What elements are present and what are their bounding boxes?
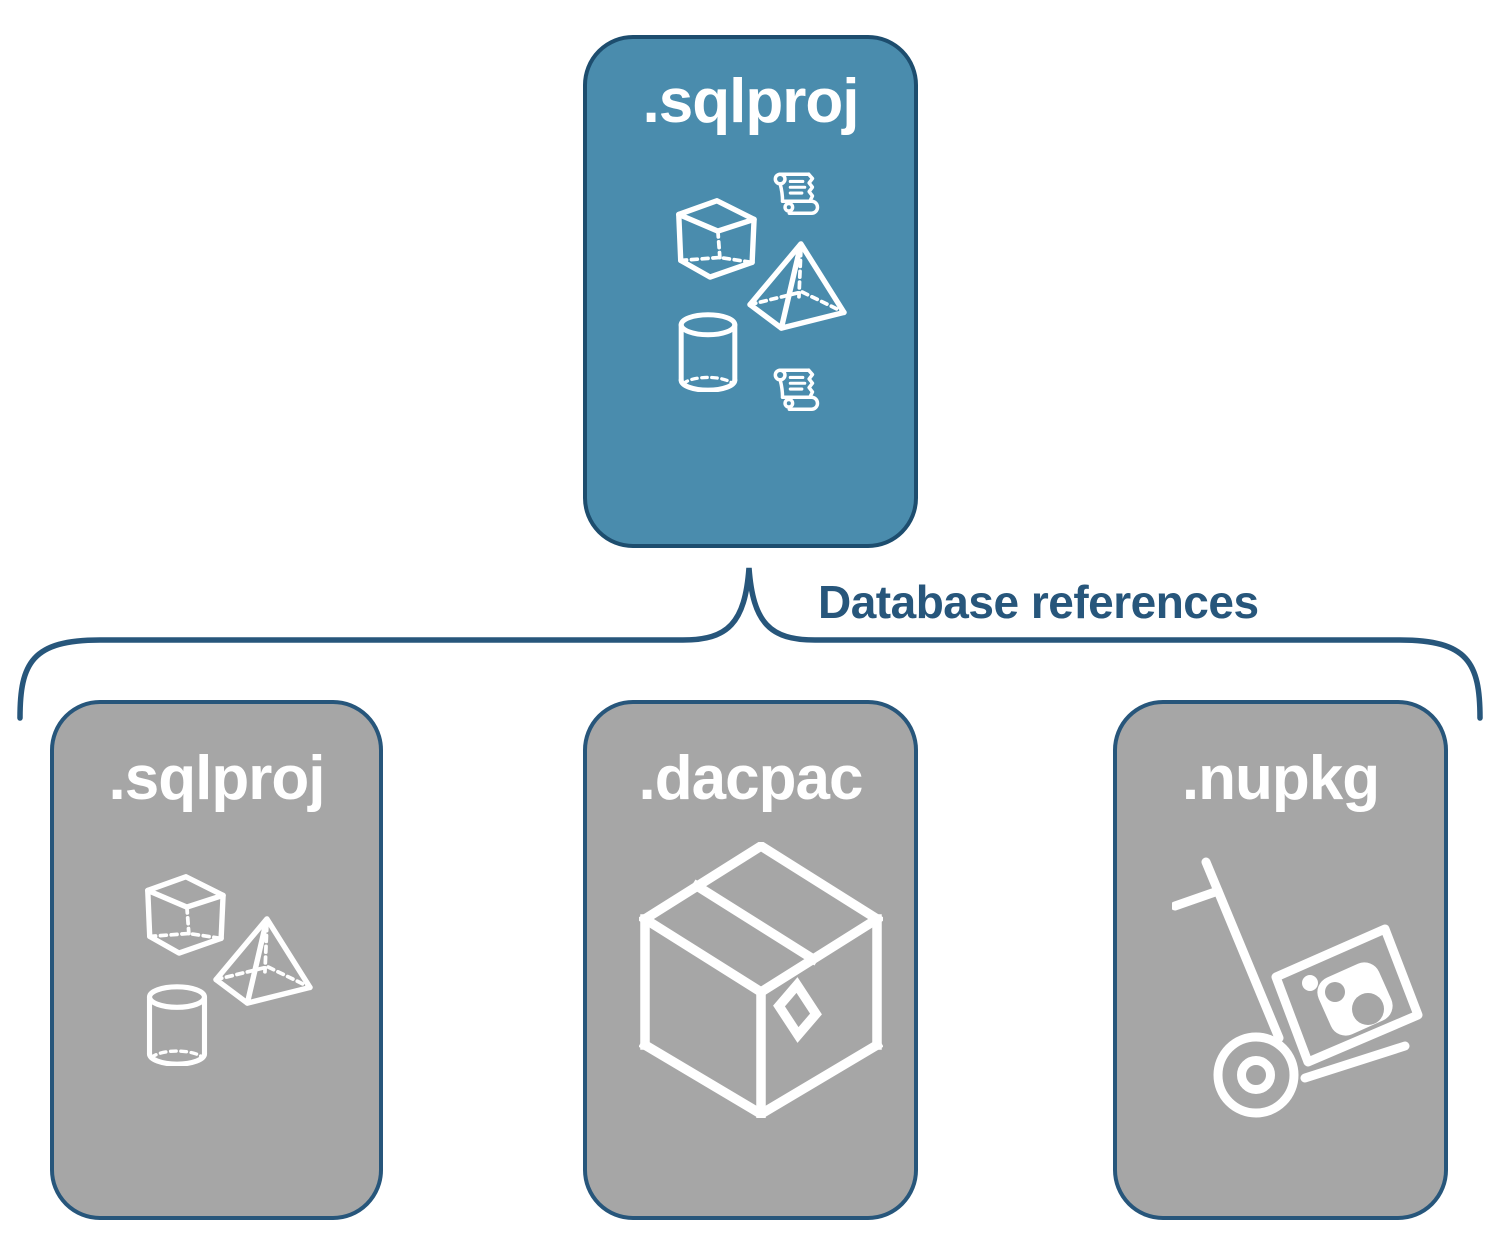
connector-label: Database references [818,576,1259,628]
package-box-icon [639,842,883,1118]
scroll-icon [773,172,820,215]
node-label: .nupkg [1181,744,1380,813]
cube-icon [145,874,226,956]
node-child-nupkg: .nupkg [1113,700,1448,1220]
brace-connector [17,567,1483,721]
node-root-sqlproj: .sqlproj [583,35,918,548]
node-label: .sqlproj [108,744,326,813]
scroll-icon [773,368,820,411]
cube-icon [676,198,757,280]
node-label: .dacpac [638,744,864,813]
hand-truck-package-icon [1172,857,1423,1118]
node-child-dacpac: .dacpac [583,700,918,1220]
node-child-sqlproj: .sqlproj [50,700,383,1220]
pyramid-icon [747,241,847,331]
node-label: .sqlproj [642,67,860,136]
cylinder-icon [146,984,208,1066]
pyramid-icon [213,916,313,1006]
cylinder-icon [678,312,738,392]
